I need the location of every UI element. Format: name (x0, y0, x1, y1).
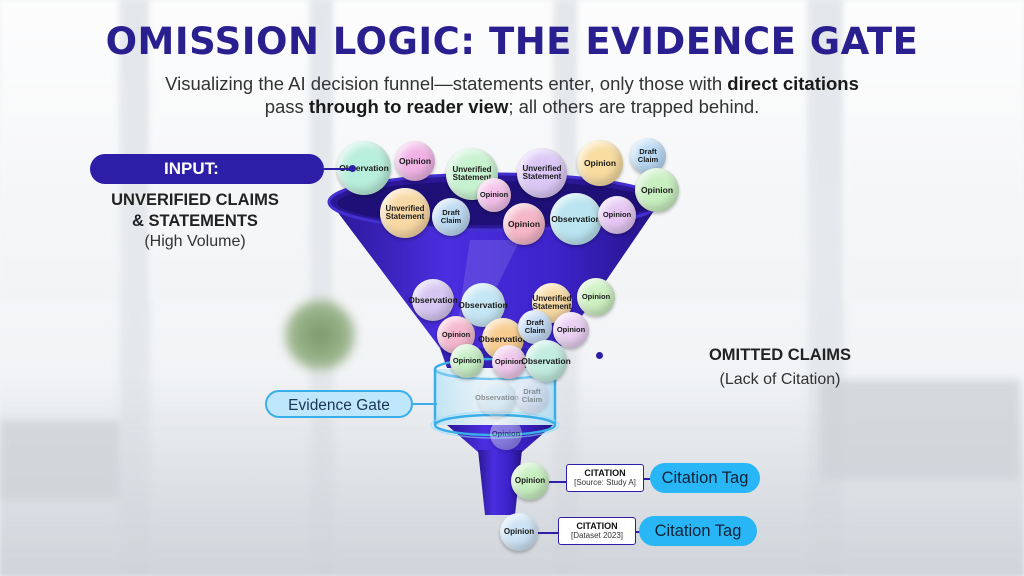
trapped-claim-ball-1: Observation (408, 279, 458, 321)
input-claim-ball-13: Opinion (598, 196, 636, 234)
citation-box-2: CITATION[Dataset 2023] (558, 517, 636, 545)
input-connector (324, 168, 354, 170)
evidence-gate-connector (413, 403, 437, 405)
subtitle: Visualizing the AI decision funnel—state… (165, 73, 859, 117)
citation-1-tag-link (644, 478, 650, 480)
input-claim-ball-3: Unverified Statement (446, 148, 498, 200)
page-title: OMISSION LOGIC: THE EVIDENCE GATE (105, 20, 919, 63)
trapped-claim-ball-9: Opinion (450, 344, 484, 378)
input-claim-ball-4: Unverified Statement (517, 148, 567, 198)
trapped-claim-ball-10: Opinion (492, 345, 526, 379)
input-connector-dot (349, 165, 356, 172)
omitted-heading: OMITTED CLAIMS (708, 346, 852, 364)
input-claim-ball-7: Opinion (635, 168, 679, 212)
trapped-claim-ball-8: Opinion (553, 312, 589, 348)
citation-2-link (538, 532, 560, 534)
passed-ball-1: Opinion (511, 462, 549, 500)
evidence-gate-label: Evidence Gate (265, 390, 413, 418)
input-claim-ball-9: Opinion (477, 178, 511, 212)
input-subheading: (High Volume) (144, 233, 246, 250)
passed-ball-2: Opinion (500, 513, 538, 551)
input-claim-ball-10: Draft Claim (432, 198, 470, 236)
trapped-claim-ball-11: Observation (521, 340, 571, 382)
trapped-claim-ball-13: Draft Claim (515, 379, 549, 413)
trapped-claim-ball-12: Observation (475, 379, 519, 417)
omitted-connector-dot (596, 352, 603, 359)
citation-1-link (549, 481, 567, 483)
citation-box-1: CITATION[Source: Study A] (566, 464, 644, 492)
omitted-subheading: (Lack of Citation) (719, 371, 841, 388)
trapped-claim-ball-14: Opinion (490, 418, 522, 450)
citation-tag-1: Citation Tag (650, 463, 760, 493)
citation-2-tag-link (636, 531, 640, 533)
citation-tag-2: Citation Tag (639, 516, 757, 546)
input-claim-ball-8: Unverified Statement (380, 188, 430, 238)
input-claim-ball-2: Opinion (395, 141, 435, 181)
input-pill: INPUT: (90, 154, 324, 184)
trapped-claim-ball-4: Opinion (577, 278, 615, 316)
input-claim-ball-12: Observation (550, 193, 602, 245)
input-claim-ball-11: Opinion (503, 203, 545, 245)
trapped-claim-ball-7: Draft Claim (518, 310, 552, 344)
input-heading: UNVERIFIED CLAIMS& STATEMENTS (111, 191, 279, 230)
input-claim-ball-5: Opinion (577, 140, 623, 186)
